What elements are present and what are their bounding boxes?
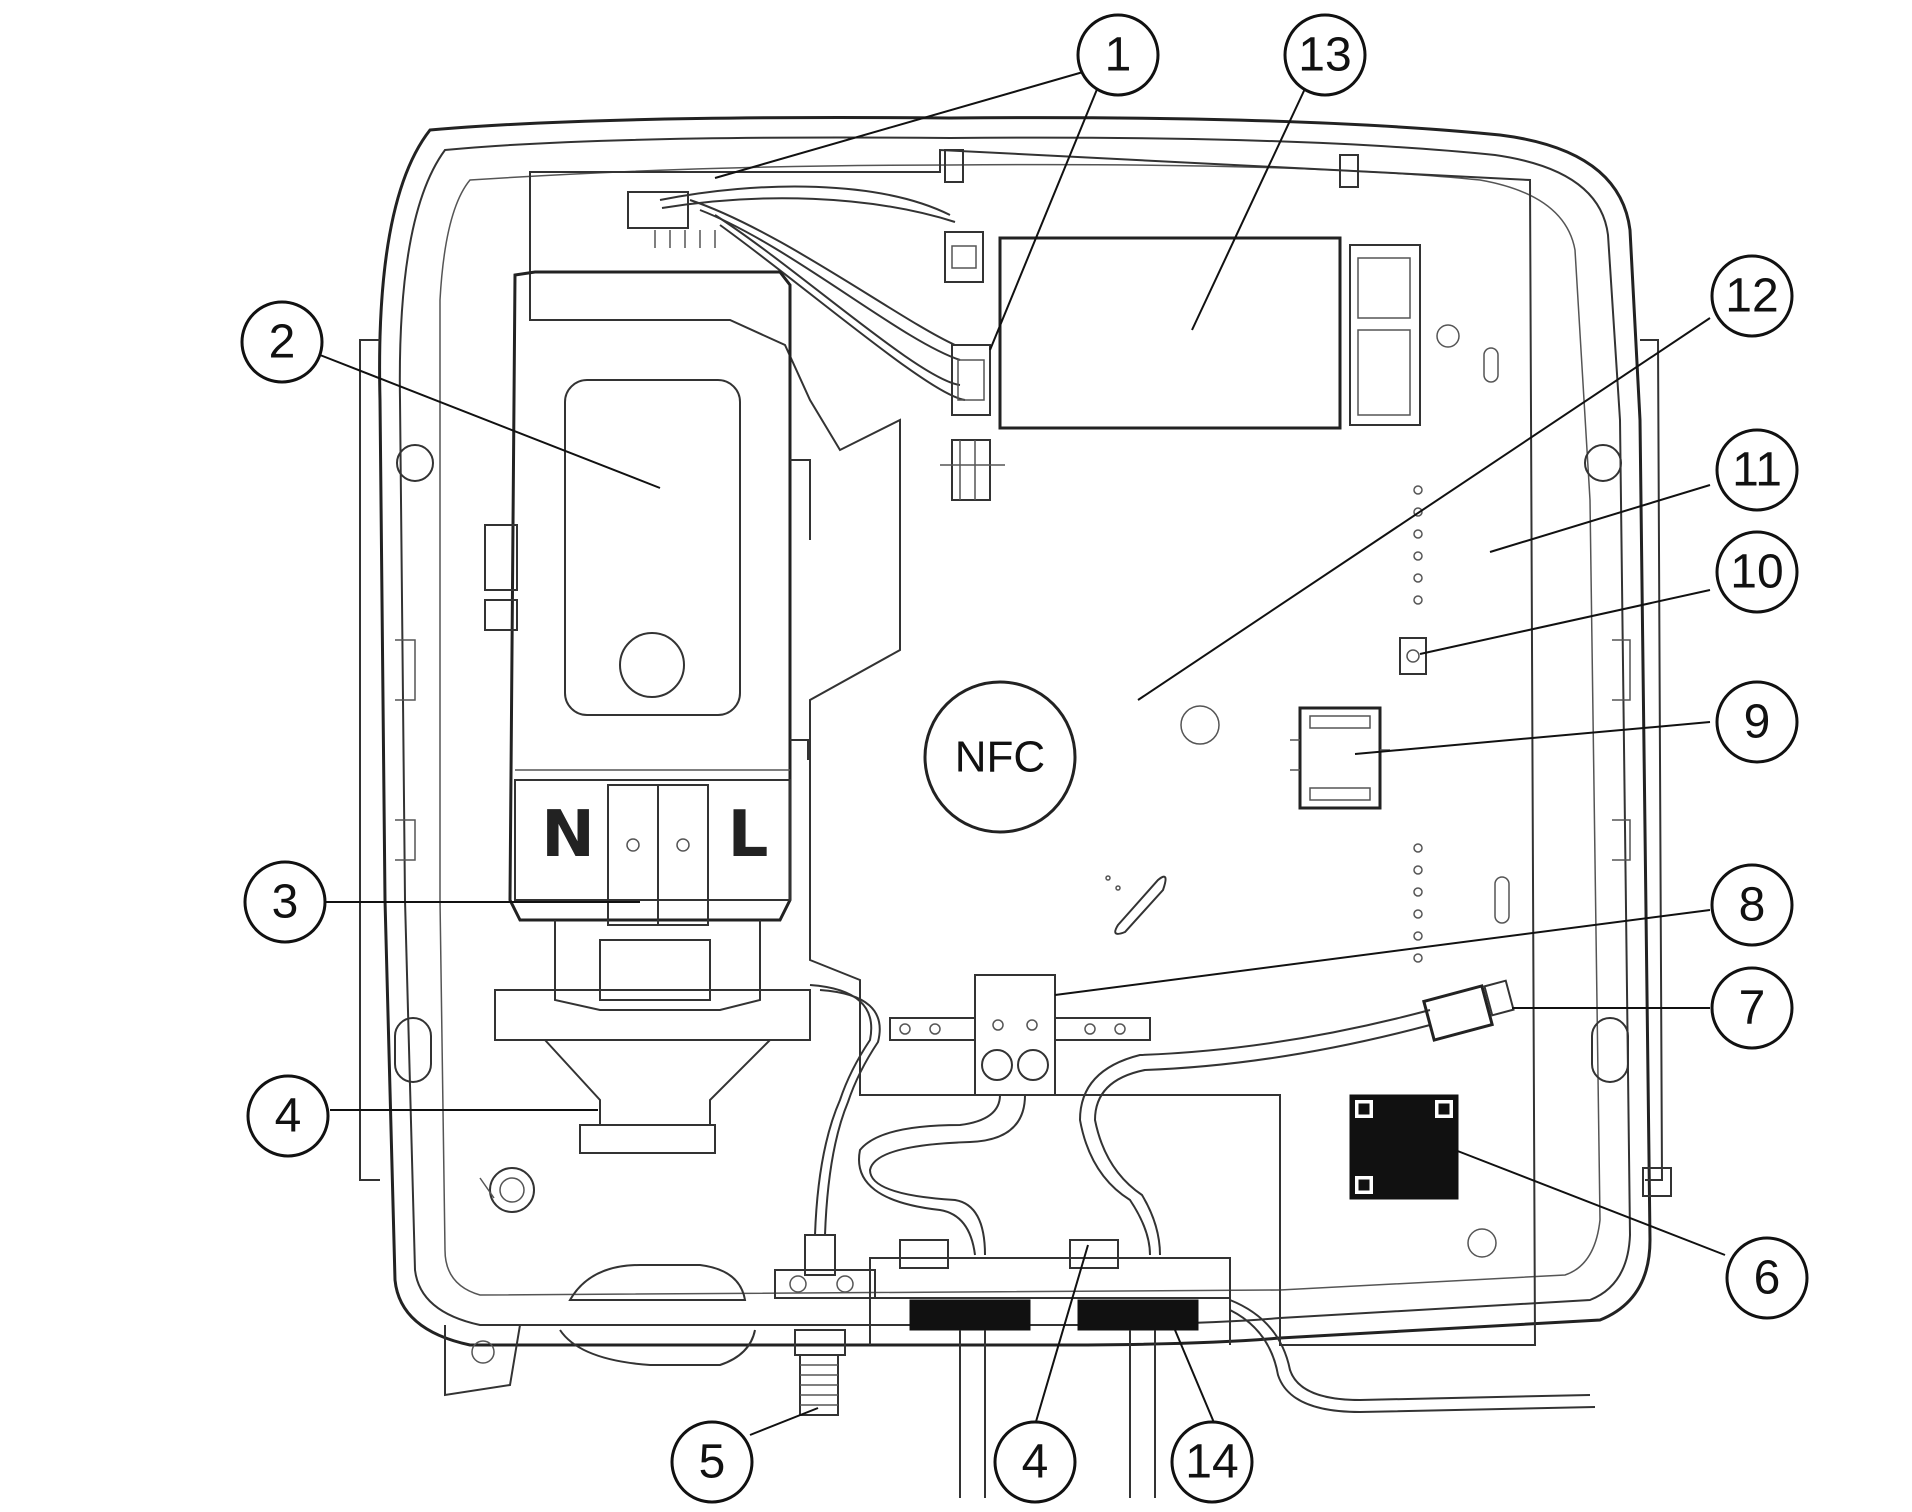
cable-glands [559, 1239, 1596, 1498]
callout-12: 12 [1710, 254, 1794, 338]
enclosure-housing [359, 116, 1672, 1397]
callout-6-number: 6 [1754, 1252, 1781, 1305]
callout-1: 1 [1076, 13, 1160, 97]
callout-3-number: 3 [272, 876, 299, 929]
leader-line-14 [1174, 1329, 1216, 1426]
callout-5: 5 [670, 1420, 754, 1504]
sim-card-slot [1290, 706, 1390, 810]
leader-line-4b [1034, 1244, 1089, 1426]
callout-13-number: 13 [1298, 29, 1351, 82]
leader-line-11 [1489, 484, 1711, 553]
leader-line-6 [1454, 1149, 1726, 1256]
leader-line-13 [1191, 77, 1311, 331]
leader-line-1a [714, 69, 1091, 179]
main-pcb [529, 148, 1537, 1346]
led-column-lower [1413, 843, 1423, 963]
communication-module [998, 236, 1421, 430]
leader-line-12 [1137, 317, 1711, 701]
callout-9-number: 9 [1744, 696, 1771, 749]
callout-3: 3 [243, 860, 327, 944]
leader-line-8 [1054, 909, 1711, 996]
callout-4-bottom-number: 4 [1022, 1436, 1049, 1489]
callout-14-number: 14 [1185, 1436, 1238, 1489]
callout-4-bottom: 4 [993, 1420, 1077, 1504]
pe-terminal-block [889, 974, 1151, 1096]
ethernet-connector [1422, 979, 1515, 1042]
status-led [1399, 637, 1427, 675]
qr-code [1349, 1094, 1459, 1200]
callout-10: 10 [1715, 530, 1799, 614]
leader-line-1b [989, 81, 1101, 351]
callout-8-number: 8 [1739, 879, 1766, 932]
wiring-harness [627, 185, 1005, 501]
callout-4-left-number: 4 [275, 1090, 302, 1143]
callout-10-number: 10 [1730, 546, 1783, 599]
callout-7: 7 [1710, 966, 1794, 1050]
led-column-upper [1413, 485, 1423, 605]
nfc-label: NFC [955, 733, 1045, 782]
callout-13: 13 [1283, 13, 1367, 97]
contactor-module: N L [484, 270, 811, 1154]
callout-2-number: 2 [269, 316, 296, 369]
leader-line-9 [1354, 721, 1711, 755]
line-terminal-label: L [728, 798, 769, 872]
callout-8: 8 [1710, 863, 1794, 947]
callout-2: 2 [240, 300, 324, 384]
leader-lines [319, 69, 1726, 1436]
callout-9: 9 [1715, 680, 1799, 764]
neutral-terminal-label: N [541, 798, 595, 872]
leader-line-5 [749, 1407, 819, 1436]
internal-cables [804, 984, 1431, 1276]
callout-12-number: 12 [1725, 270, 1778, 323]
callout-1-number: 1 [1105, 29, 1132, 82]
leader-line-10 [1419, 589, 1711, 655]
nfc-reader: NFC [923, 680, 1077, 834]
callout-7-number: 7 [1739, 982, 1766, 1035]
callout-6: 6 [1725, 1236, 1809, 1320]
callout-5-number: 5 [699, 1436, 726, 1489]
antenna-connector [774, 1269, 876, 1416]
callout-4-left: 4 [246, 1074, 330, 1158]
callout-11-number: 11 [1732, 444, 1782, 497]
callout-14: 14 [1170, 1420, 1254, 1504]
callout-11: 11 [1715, 428, 1799, 512]
leader-line-2 [319, 354, 661, 489]
